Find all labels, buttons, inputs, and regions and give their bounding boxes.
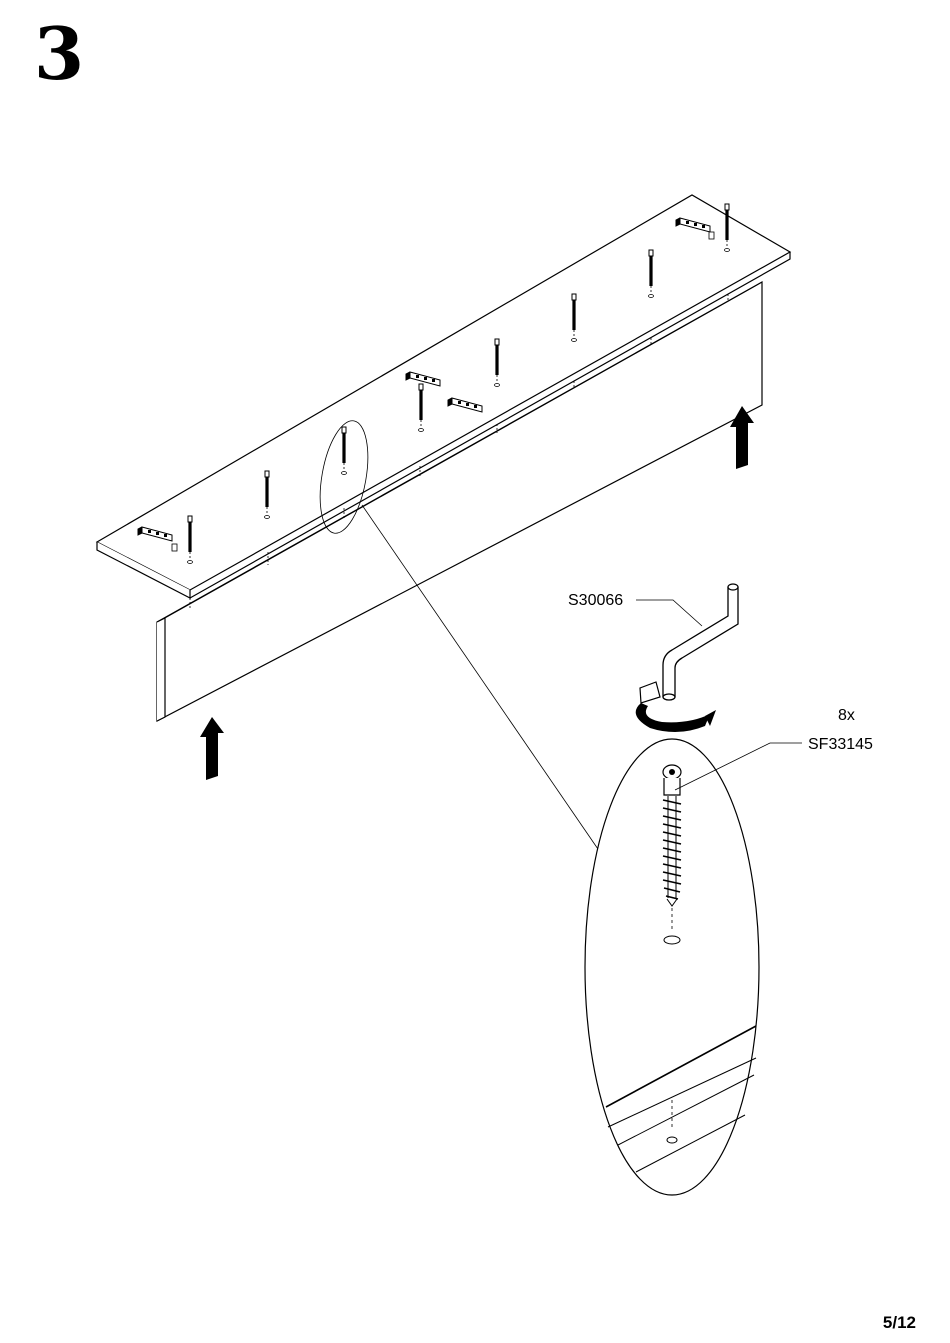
rotate-arrow-icon [636,682,716,732]
up-arrow-icon [200,717,224,780]
page-number: 5/12 [883,1313,916,1333]
screw-code-label: SF33145 [808,736,873,753]
tool-code-label: S30066 [568,592,623,609]
zoom-detail [585,739,759,1195]
screw-quantity-label: 8x [838,707,855,724]
